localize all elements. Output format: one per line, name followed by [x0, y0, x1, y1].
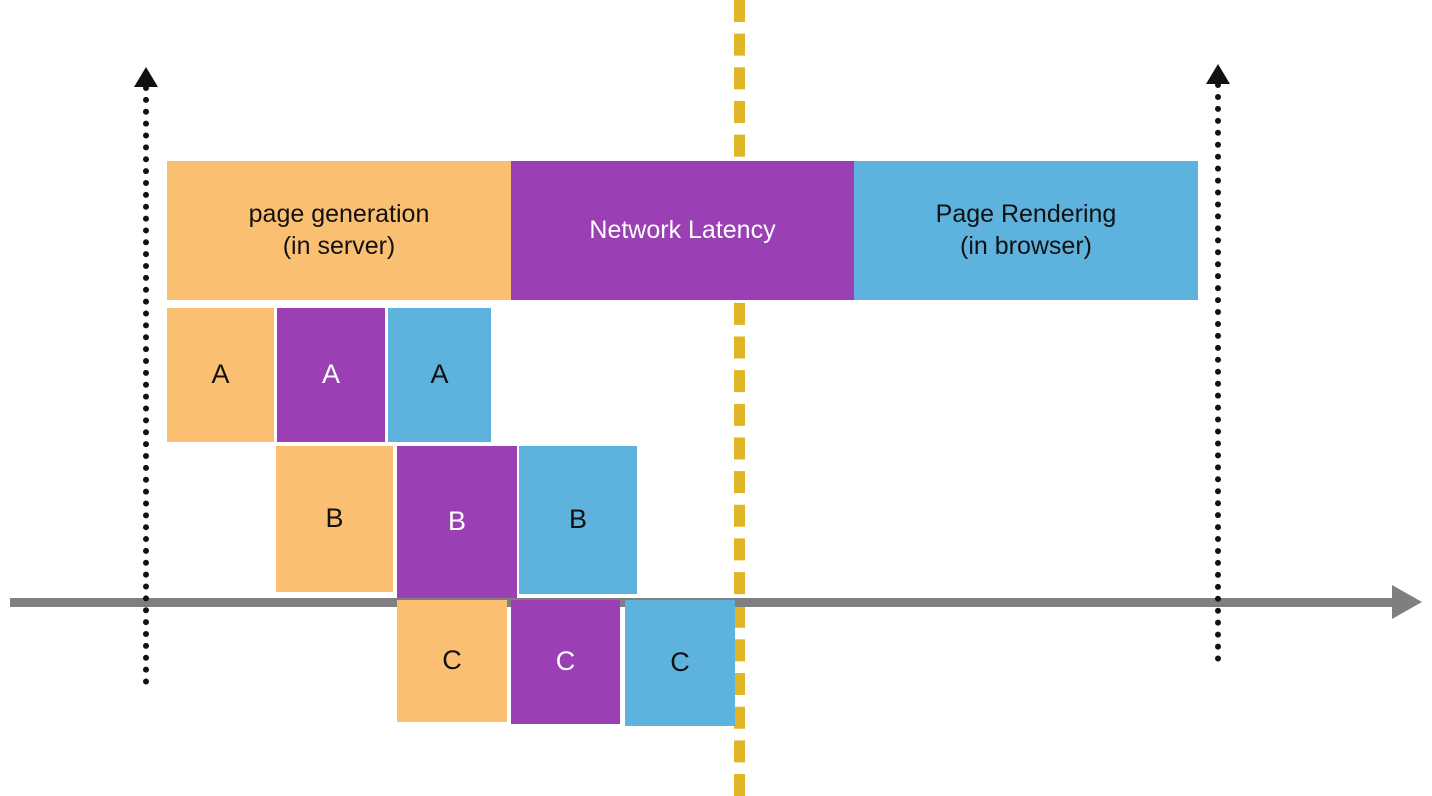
- task-b-segment-network-label: B: [447, 506, 466, 537]
- task-c-segment-network: C: [511, 600, 620, 724]
- task-b-segment-generation-label: B: [325, 503, 344, 534]
- task-a-segment-generation-label: A: [211, 359, 230, 390]
- task-b-segment-rendering-label: B: [568, 504, 587, 535]
- start-guide-arrowhead: [134, 67, 158, 87]
- task-a-segment-generation: A: [167, 308, 274, 442]
- task-a-segment-network: A: [277, 308, 385, 442]
- task-c-segment-rendering: C: [625, 600, 735, 726]
- deadline-dashed-line: [734, 0, 745, 796]
- start-guide-line: [143, 85, 149, 685]
- phase-bar-page-rendering-label: Page Rendering (in browser): [935, 200, 1117, 260]
- time-axis-arrowhead: [1392, 585, 1422, 619]
- task-c-segment-network-label: C: [555, 646, 576, 677]
- task-b-segment-rendering: B: [519, 446, 637, 594]
- task-c-segment-generation-label: C: [442, 645, 462, 676]
- end-guide-line: [1215, 82, 1221, 662]
- phase-bar-page-generation-label: page generation (in server): [248, 200, 430, 260]
- phase-bar-network-latency: Network Latency: [511, 161, 854, 300]
- task-b-segment-generation: B: [276, 446, 393, 592]
- task-c-segment-rendering-label: C: [670, 647, 690, 678]
- phase-bar-network-latency-label: Network Latency: [589, 215, 776, 244]
- task-a-segment-rendering-label: A: [430, 359, 449, 390]
- end-guide-arrowhead: [1206, 64, 1230, 84]
- task-c-segment-generation: C: [397, 600, 507, 722]
- phase-bar-page-generation: page generation (in server): [167, 161, 511, 300]
- task-a-segment-network-label: A: [321, 359, 340, 390]
- task-b-segment-network: B: [397, 446, 517, 598]
- task-a-segment-rendering: A: [388, 308, 491, 442]
- phase-bar-page-rendering: Page Rendering (in browser): [854, 161, 1198, 300]
